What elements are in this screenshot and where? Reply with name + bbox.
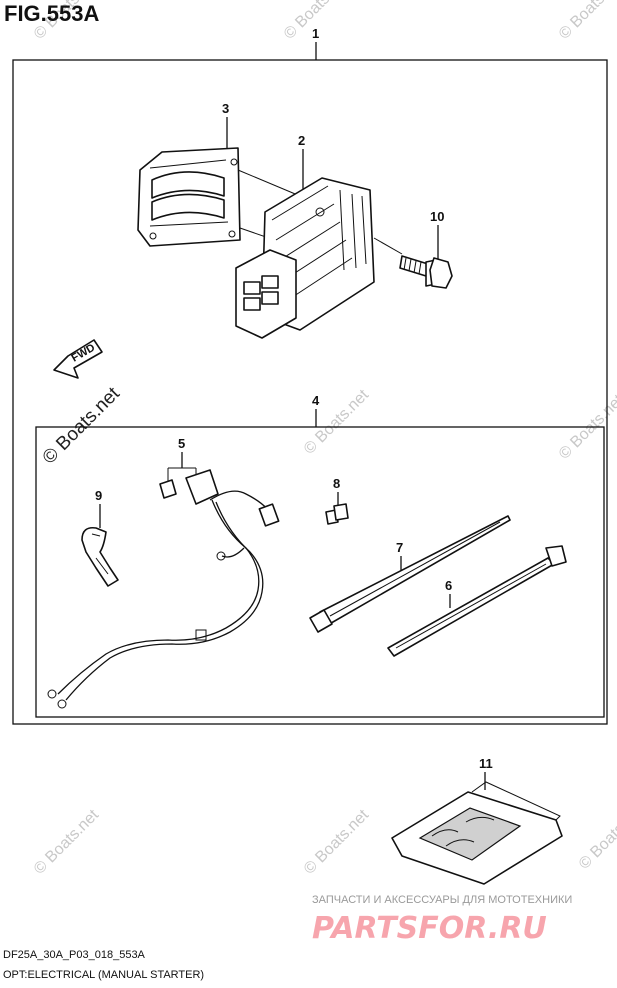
cable-tie-part — [387, 545, 567, 657]
watermark-text: © Boats.net — [301, 806, 373, 878]
alignment-line — [373, 237, 403, 255]
small-bolt-part — [325, 503, 349, 525]
clamp-part — [81, 526, 119, 587]
callout-10: 10 — [430, 209, 444, 224]
callout-7: 7 — [396, 540, 403, 555]
watermark-text: © Boats.net — [31, 806, 103, 878]
regulator-part — [235, 177, 375, 339]
cable-tie-part — [309, 515, 511, 633]
callout-6: 6 — [445, 578, 452, 593]
bag-part — [391, 781, 563, 885]
assembly-box-1 — [12, 59, 608, 725]
callout-2: 2 — [298, 133, 305, 148]
wire-harness-part — [47, 469, 280, 709]
watermark-text: © Boats.net — [576, 801, 617, 873]
bolt-part — [399, 255, 453, 289]
model-code: DF25A_30A_P03_018_553A — [3, 949, 146, 961]
branding-site: PARTSFOR.RU — [312, 911, 547, 946]
callout-8: 8 — [333, 476, 340, 491]
callout-1: 1 — [312, 26, 319, 41]
alignment-line — [237, 169, 301, 197]
assembly-box-4 — [35, 426, 605, 718]
callout-4: 4 — [312, 393, 320, 408]
figure-title: FIG.553A — [4, 1, 99, 26]
figure-caption: OPT:ELECTRICAL (MANUAL STARTER) — [3, 969, 204, 981]
bracket-part — [137, 147, 241, 247]
callout-11: 11 — [479, 756, 493, 771]
callout-3: 3 — [222, 101, 229, 116]
watermark-main: © Boats.net — [39, 383, 125, 469]
callout-5: 5 — [178, 436, 185, 451]
branding-tagline: ЗАПЧАСТИ И АКСЕССУАРЫ ДЛЯ МОТОТЕХНИКИ — [312, 894, 572, 906]
watermark-text: © Boats.net — [556, 0, 617, 43]
callout-9: 9 — [95, 488, 102, 503]
forward-direction-arrow: FWD — [53, 339, 103, 379]
